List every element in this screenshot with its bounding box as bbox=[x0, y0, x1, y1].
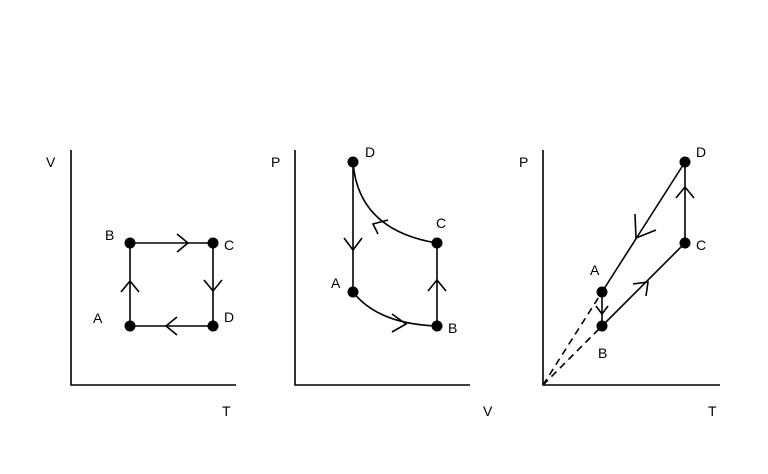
pt-dashed-origin-to-a bbox=[542, 291, 603, 386]
pv-arrow-right-icon bbox=[391, 313, 408, 333]
pt-dashed-origin-to-b bbox=[542, 325, 603, 386]
pt-arrow-d-to-a-icon bbox=[634, 213, 657, 240]
vt-point-a bbox=[124, 320, 136, 332]
pv-label-c: C bbox=[436, 215, 446, 231]
pv-diagram: P V A B C D bbox=[271, 144, 493, 419]
vt-label-b: B bbox=[105, 227, 114, 243]
pt-label-a: A bbox=[590, 262, 600, 278]
pv-point-d bbox=[347, 156, 359, 168]
pv-arrow-c-to-d-icon bbox=[371, 219, 389, 235]
pt-edge-d-a bbox=[601, 161, 686, 293]
pv-point-b bbox=[431, 320, 443, 332]
pt-x-axis-label: T bbox=[708, 403, 717, 419]
pv-arrow-up-icon bbox=[427, 278, 447, 292]
vt-label-a: A bbox=[93, 310, 103, 326]
pt-point-d bbox=[679, 156, 691, 168]
pt-arrow-b-to-c-icon bbox=[632, 281, 649, 297]
pt-label-d: D bbox=[696, 144, 706, 160]
pv-label-d: D bbox=[365, 144, 375, 160]
vt-arrow-left-icon bbox=[164, 316, 178, 336]
vt-label-d: D bbox=[224, 309, 234, 325]
pt-point-a bbox=[596, 286, 608, 298]
pv-label-a: A bbox=[331, 275, 341, 291]
vt-arrow-up-icon bbox=[120, 279, 140, 293]
pv-arrow-down-icon bbox=[343, 237, 363, 252]
pv-point-c bbox=[431, 237, 443, 249]
pt-diagram: P T A B C D bbox=[519, 144, 720, 419]
pv-edge-a-b bbox=[352, 291, 438, 327]
vt-point-b bbox=[124, 237, 136, 249]
pt-arrow-up-icon bbox=[675, 185, 695, 199]
pt-y-axis-label: P bbox=[519, 154, 528, 170]
pt-arrow-down-icon bbox=[595, 305, 609, 316]
vt-diagram: V T A B C D bbox=[46, 150, 236, 419]
pv-axes bbox=[294, 150, 470, 386]
pt-point-b bbox=[596, 320, 608, 332]
pt-axes bbox=[542, 150, 720, 386]
pv-x-axis-label: V bbox=[483, 403, 493, 419]
vt-arrow-right-icon bbox=[176, 233, 190, 253]
vt-y-axis-label: V bbox=[46, 154, 56, 170]
pv-edge-c-d bbox=[352, 161, 438, 244]
vt-label-c: C bbox=[224, 237, 234, 253]
vt-x-axis-label: T bbox=[222, 403, 231, 419]
pt-label-b: B bbox=[598, 345, 607, 361]
vt-point-d bbox=[207, 320, 219, 332]
vt-arrow-down-icon bbox=[203, 279, 223, 293]
pv-label-b: B bbox=[448, 320, 457, 336]
pv-y-axis-label: P bbox=[271, 154, 280, 170]
pt-point-c bbox=[679, 237, 691, 249]
vt-point-c bbox=[207, 237, 219, 249]
pv-point-a bbox=[347, 286, 359, 298]
pt-label-c: C bbox=[696, 237, 706, 253]
vt-axes bbox=[70, 150, 236, 386]
pt-edge-b-c bbox=[601, 242, 686, 327]
